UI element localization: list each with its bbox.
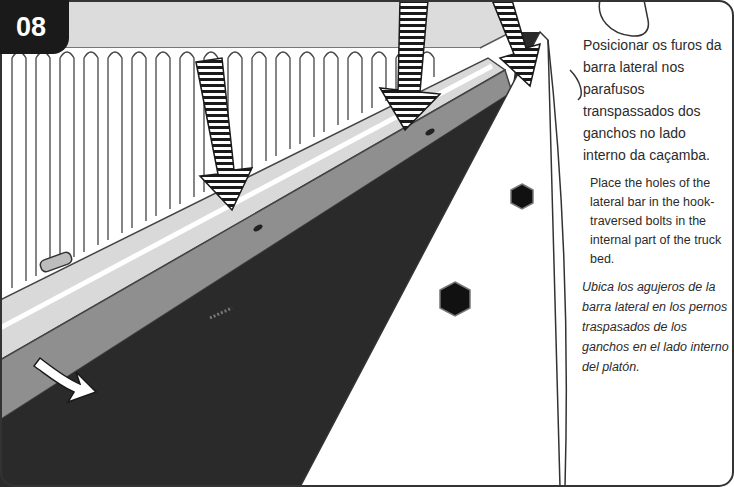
truck-side-edge <box>548 40 566 487</box>
instruction-es: Ubica los agujeros de la barra lateral e… <box>582 277 729 377</box>
side-mirror <box>599 0 648 36</box>
bolt-head <box>511 184 533 209</box>
bolt-thread <box>210 308 232 318</box>
instruction-pt: Posicionar os furos da barra lateral nos… <box>583 34 729 166</box>
bed-rib <box>300 52 314 144</box>
bed-rib <box>12 52 26 288</box>
bed-rib <box>180 52 194 204</box>
direction-arrow <box>380 0 440 130</box>
bolt-head <box>440 282 470 316</box>
step-number: 08 <box>16 12 46 42</box>
bar-hole <box>424 127 435 136</box>
step-badge: 08 <box>0 0 69 54</box>
bed-rib <box>276 52 290 156</box>
door-handle <box>570 70 581 100</box>
bed-rib <box>324 52 338 132</box>
bed-rib <box>36 52 50 276</box>
cab-panel <box>0 0 515 48</box>
bed-rib <box>84 52 98 252</box>
bed-rib <box>348 52 362 120</box>
bed-rib <box>132 52 146 228</box>
bed-rib <box>372 52 386 108</box>
instruction-en: Place the holes of the lateral bar in th… <box>590 174 729 269</box>
bolt-shank <box>39 251 73 273</box>
bed-rib <box>156 52 170 216</box>
bed-rib <box>108 52 122 240</box>
direction-arrow <box>492 0 540 86</box>
bed-rib <box>60 52 74 264</box>
rotation-arrow <box>34 358 96 402</box>
direction-arrow <box>196 58 252 210</box>
bed-rib <box>252 52 266 168</box>
bar-hole <box>252 223 263 232</box>
